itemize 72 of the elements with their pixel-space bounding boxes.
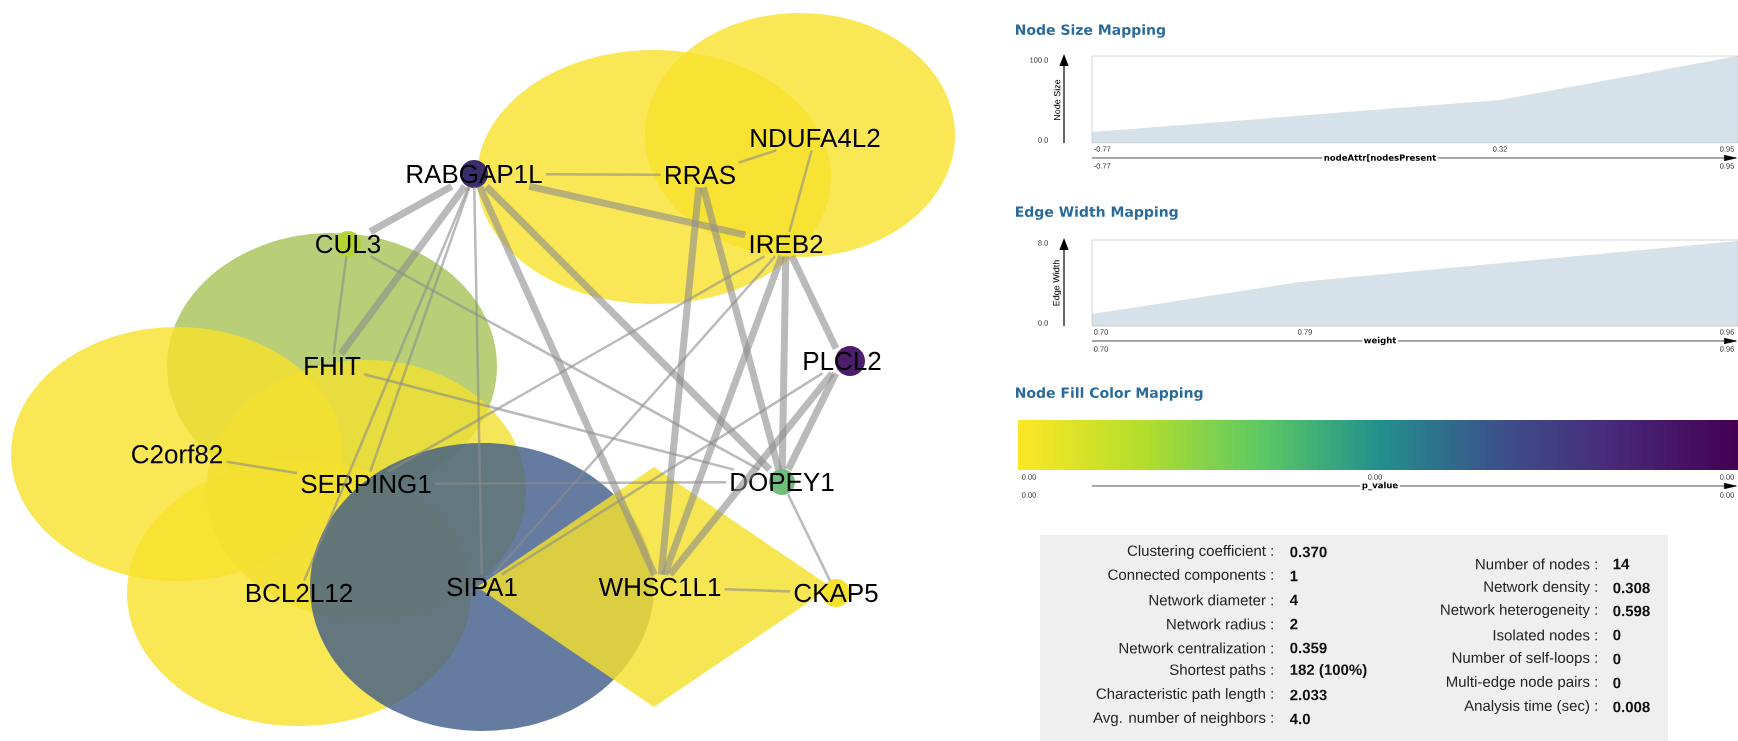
gene-label: CUL3 (316, 234, 381, 254)
gene-label: RABGAP1L (407, 164, 542, 184)
edge-line (657, 187, 703, 575)
edge-line (699, 186, 783, 471)
section-title: Edge Width Mapping (1016, 206, 1178, 220)
edge-line (778, 256, 790, 470)
stat-name: Number of nodes : (1476, 558, 1597, 570)
stat-value: 1 (1290, 570, 1298, 582)
edge-line (476, 184, 658, 577)
gene-label: NDUFA4L2 (751, 128, 880, 148)
edge-line (226, 460, 298, 475)
edge-line (786, 493, 832, 582)
stat-value: 14 (1613, 558, 1630, 570)
stat-name: Network heterogeneity : (1441, 604, 1597, 618)
edge-line (303, 185, 470, 582)
stat-name: Network radius : (1167, 618, 1273, 630)
edge-line (788, 254, 840, 351)
stat-value: 0.359 (1290, 642, 1327, 654)
stat-name: Shortest paths : (1169, 664, 1273, 678)
stat-value: 0 (1613, 677, 1621, 689)
axis-title: weight (1362, 335, 1398, 347)
gene-label: IREB2 (750, 234, 823, 254)
section-title: Node Fill Color Mapping (1016, 387, 1203, 401)
stat-name: Analysis time (sec) : (1464, 700, 1597, 714)
stat-name: Characteristic path length : (1096, 688, 1273, 702)
stat-value: 0.008 (1613, 701, 1650, 713)
stat-name: Network diameter : (1149, 594, 1273, 606)
stat-name: Number of self-loops : (1452, 652, 1597, 666)
stat-value: 0 (1613, 653, 1621, 665)
gene-label: RRAS (666, 165, 735, 185)
edge-line (528, 183, 746, 239)
edge-line (483, 183, 773, 473)
edge-line (667, 371, 835, 577)
stat-name: Connected components : (1108, 569, 1273, 583)
stat-name: Clustering coefficient : (1127, 545, 1273, 559)
stat-value: 182 (100%) (1290, 664, 1367, 678)
edge-line (473, 186, 483, 575)
stat-value: 0.598 (1613, 605, 1650, 617)
stat-value: 0.308 (1613, 582, 1650, 594)
gene-label: SIPA1 (447, 577, 517, 597)
axis-title: nodeAttr[nodesPresent (1322, 152, 1438, 164)
edge-line (501, 372, 823, 576)
stat-name: Network centralization : (1119, 642, 1273, 654)
edge-line (785, 371, 839, 472)
stat-value: 4.0 (1289, 713, 1310, 725)
stat-name: Multi-edge node pairs : (1446, 676, 1597, 690)
edge-line (788, 150, 813, 233)
edge-line (492, 255, 777, 576)
edge-line (724, 587, 791, 593)
edge-line (363, 373, 735, 471)
gene-label: FHIT (305, 357, 361, 375)
edge-line (338, 184, 468, 356)
axis-title: p_value (1360, 480, 1400, 492)
gene-label: C2orf82 (132, 444, 222, 464)
stat-value: 0.370 (1290, 546, 1327, 558)
stat-value: 4 (1289, 594, 1298, 606)
stat-name: Isolated nodes : (1493, 629, 1597, 641)
stat-name: Avg. number of neighbors : (1093, 712, 1273, 726)
axis-title: Edge Width (1052, 260, 1062, 306)
section-title: Node Size Mapping (1016, 24, 1165, 38)
stat-value: 0 (1613, 629, 1621, 641)
edge-line (434, 481, 727, 485)
stat-name: Network density : (1484, 581, 1597, 595)
edge-line (738, 149, 777, 164)
stat-value: 2.033 (1290, 689, 1327, 701)
edge-line (332, 256, 348, 354)
edge-line (369, 186, 471, 472)
edge-line (545, 173, 661, 177)
axis-title: Node Size (1053, 79, 1061, 120)
gene-label: WHSC1L1 (598, 577, 721, 597)
edge-line (368, 183, 454, 235)
stat-value: 2 (1290, 618, 1298, 630)
